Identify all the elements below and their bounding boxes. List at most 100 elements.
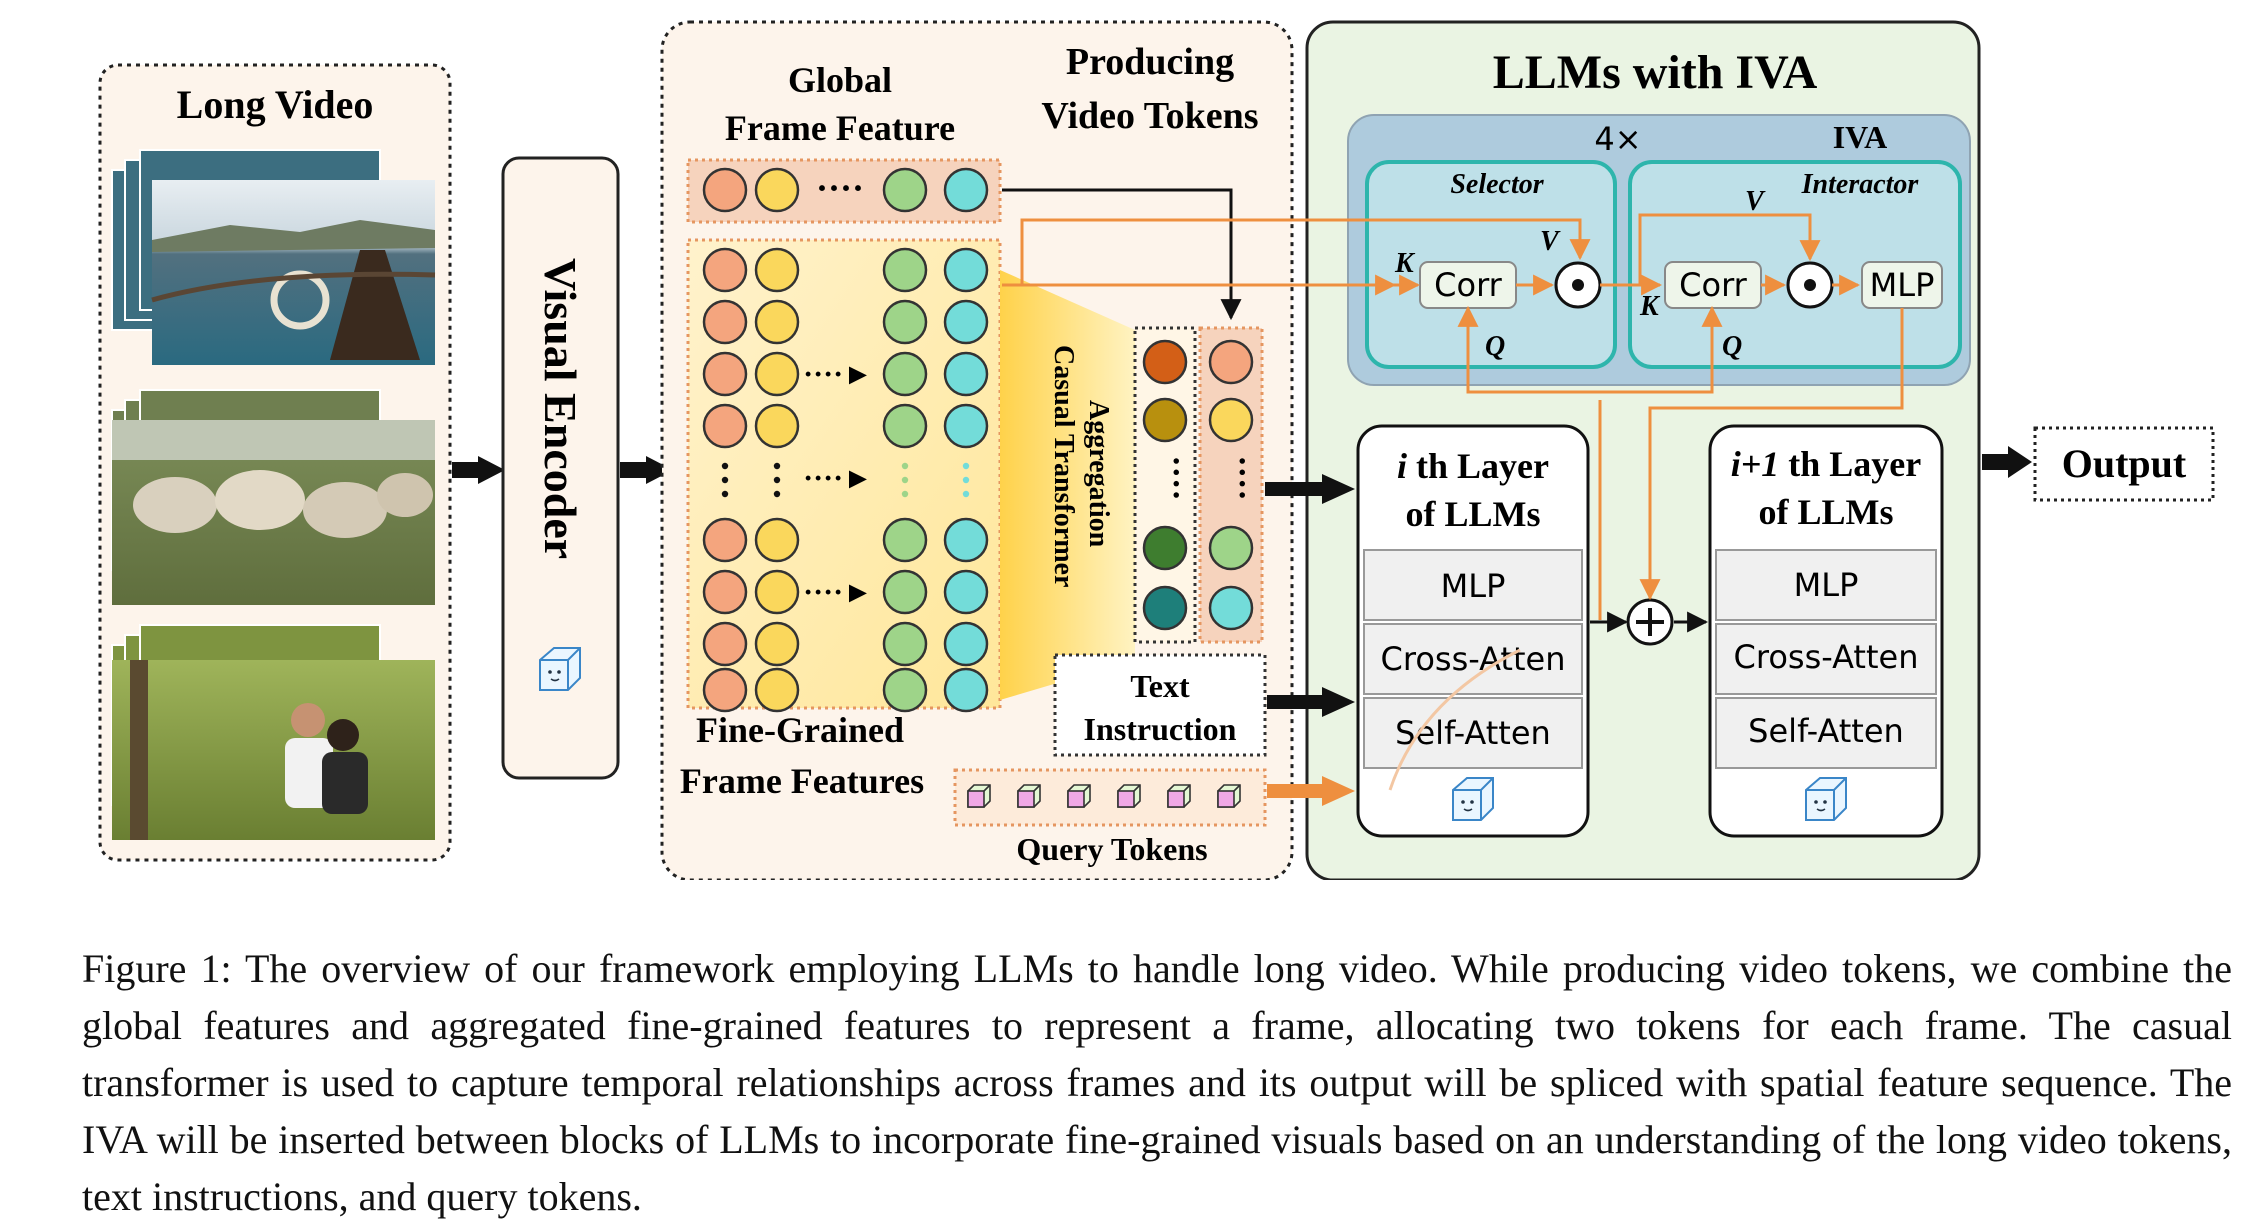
fine-grained-token xyxy=(943,299,989,345)
visual-encoder-label: Visual Encoder xyxy=(535,258,586,559)
fine-label-line1: Fine-Grained xyxy=(696,710,904,750)
fine-grained-token xyxy=(882,621,928,667)
video-frame-sheep xyxy=(111,389,435,605)
interactor-label: Interactor xyxy=(1801,169,1920,200)
video-frame-couple xyxy=(111,624,435,840)
fine-grained-token xyxy=(943,667,989,713)
transformer-line2: Casual Transformer xyxy=(1048,345,1079,587)
fine-grained-token xyxy=(882,667,928,713)
output-label: Output xyxy=(2062,441,2187,486)
arrow-encoder-to-producing xyxy=(646,456,673,484)
visual-encoder: Visual Encoder xyxy=(501,156,620,780)
layer-i-title: th Layer xyxy=(1407,446,1549,486)
fine-grained-token xyxy=(702,667,748,713)
layer-i1-index: i+1 xyxy=(1731,444,1780,484)
fine-grained-token xyxy=(754,351,800,397)
global-label-line1: Global xyxy=(788,60,892,100)
svg-text:····►: ····► xyxy=(803,576,873,609)
svg-text:····►: ····► xyxy=(803,462,873,495)
layer-i-title-line2: of LLMs xyxy=(1406,494,1541,534)
layer-i-index: i xyxy=(1397,446,1407,486)
transformer-line1: Aggregation xyxy=(1083,400,1114,548)
layer-i-ice-cube-icon xyxy=(1452,777,1494,821)
fine-grained-token xyxy=(943,517,989,563)
text-instruction-line2: Instruction xyxy=(1084,711,1237,747)
video-frame-seaside xyxy=(111,149,436,365)
iva-label: IVA xyxy=(1833,119,1888,155)
fine-grained-token xyxy=(882,517,928,563)
layer-i1-ice-cube-icon xyxy=(1805,777,1847,821)
svg-text:····►: ····► xyxy=(803,358,873,391)
selector-label: Selector xyxy=(1450,169,1544,200)
fine-grained-token xyxy=(702,569,748,615)
arrow-llm-to-output xyxy=(2008,446,2032,478)
fine-grained-token xyxy=(943,403,989,449)
svg-text:····: ···· xyxy=(1223,455,1260,500)
global-frame-feature-row: ···· xyxy=(686,158,1002,224)
layer-i1-self-atten: Self-Atten xyxy=(1748,712,1904,750)
fine-grained-token xyxy=(943,351,989,397)
arrow-global-to-column xyxy=(1002,188,1242,321)
fine-grained-token xyxy=(702,247,748,293)
long-video-panel: Long Video xyxy=(98,63,452,862)
fine-grained-token xyxy=(702,621,748,667)
svg-text:····: ···· xyxy=(1157,455,1194,500)
fine-grained-token xyxy=(882,299,928,345)
fine-grained-token xyxy=(754,299,800,345)
fine-grained-token xyxy=(754,667,800,713)
framework-diagram: Long Video xyxy=(98,20,2215,880)
layer-i-cross-atten: Cross-Atten xyxy=(1381,640,1566,678)
interactor-q: Q xyxy=(1722,331,1742,362)
producing-video-tokens-panel: Global Frame Feature Producing Video Tok… xyxy=(660,20,1294,880)
llms-with-iva-panel: LLMs with IVA 4× IVA Selector Corr K Q V… xyxy=(1305,20,1981,880)
producing-title-line2: Video Tokens xyxy=(1041,95,1258,137)
text-instruction-box: Text Instruction xyxy=(1053,653,1267,757)
fine-grained-token xyxy=(702,299,748,345)
text-instruction-line1: Text xyxy=(1130,668,1190,704)
output-box: Output xyxy=(2033,426,2215,502)
fine-grained-token xyxy=(943,247,989,293)
arrow-global-to-selector-v xyxy=(1020,218,1591,285)
selector-q: Q xyxy=(1485,331,1505,362)
fine-grained-token xyxy=(882,569,928,615)
producing-title-line1: Producing xyxy=(1066,41,1234,83)
global-token-column: ···· xyxy=(1198,326,1264,644)
layer-i-self-atten: Self-Atten xyxy=(1395,714,1551,752)
fine-label-line2: Frame Features xyxy=(680,761,924,801)
layer-i: i th Layer of LLMs MLP Cross-Atten Self-… xyxy=(1356,424,1590,838)
layer-i1: i+1 th Layer of LLMs MLP Cross-Atten Sel… xyxy=(1708,424,1944,838)
arrow-text-to-llm xyxy=(1322,687,1355,717)
fine-grained-token xyxy=(754,569,800,615)
query-tokens-label: Query Tokens xyxy=(1016,831,1207,867)
llm-iva-title: LLMs with IVA xyxy=(1493,46,1818,99)
fine-grained-token xyxy=(882,247,928,293)
fine-grained-token xyxy=(702,517,748,563)
interactor-corr: Corr xyxy=(1679,266,1748,304)
long-video-title: Long Video xyxy=(177,82,374,127)
layer-i1-mlp: MLP xyxy=(1794,566,1859,604)
selector-corr: Corr xyxy=(1434,266,1503,304)
fine-grained-frame-features: ····► ····► ····► xyxy=(686,238,1135,713)
fine-grained-token xyxy=(943,621,989,667)
aggregated-token-column: ···· xyxy=(1133,326,1197,644)
fine-grained-token xyxy=(754,621,800,667)
arrow-video-tokens-to-llm xyxy=(1322,474,1355,504)
interactor-dot-product-icon xyxy=(1804,279,1816,291)
interactor-k: K xyxy=(1639,291,1661,322)
global-label-line2: Frame Feature xyxy=(725,108,955,148)
fine-grained-token xyxy=(702,403,748,449)
selector-k: K xyxy=(1394,248,1416,279)
fine-grained-token xyxy=(882,403,928,449)
selector-v: V xyxy=(1540,226,1561,257)
arrow-query-to-llm xyxy=(1322,776,1355,806)
svg-text:i+1 th Layer: i+1 th Layer xyxy=(1731,444,1922,484)
fine-grained-token xyxy=(754,403,800,449)
fine-grained-token xyxy=(754,517,800,563)
layer-i1-cross-atten: Cross-Atten xyxy=(1734,638,1919,676)
ice-cube-icon xyxy=(539,647,581,691)
fine-grained-token xyxy=(943,569,989,615)
query-tokens-row: Query Tokens xyxy=(953,768,1267,867)
fine-grained-token xyxy=(882,351,928,397)
interactor-v: V xyxy=(1745,186,1766,217)
fine-grained-token xyxy=(754,247,800,293)
